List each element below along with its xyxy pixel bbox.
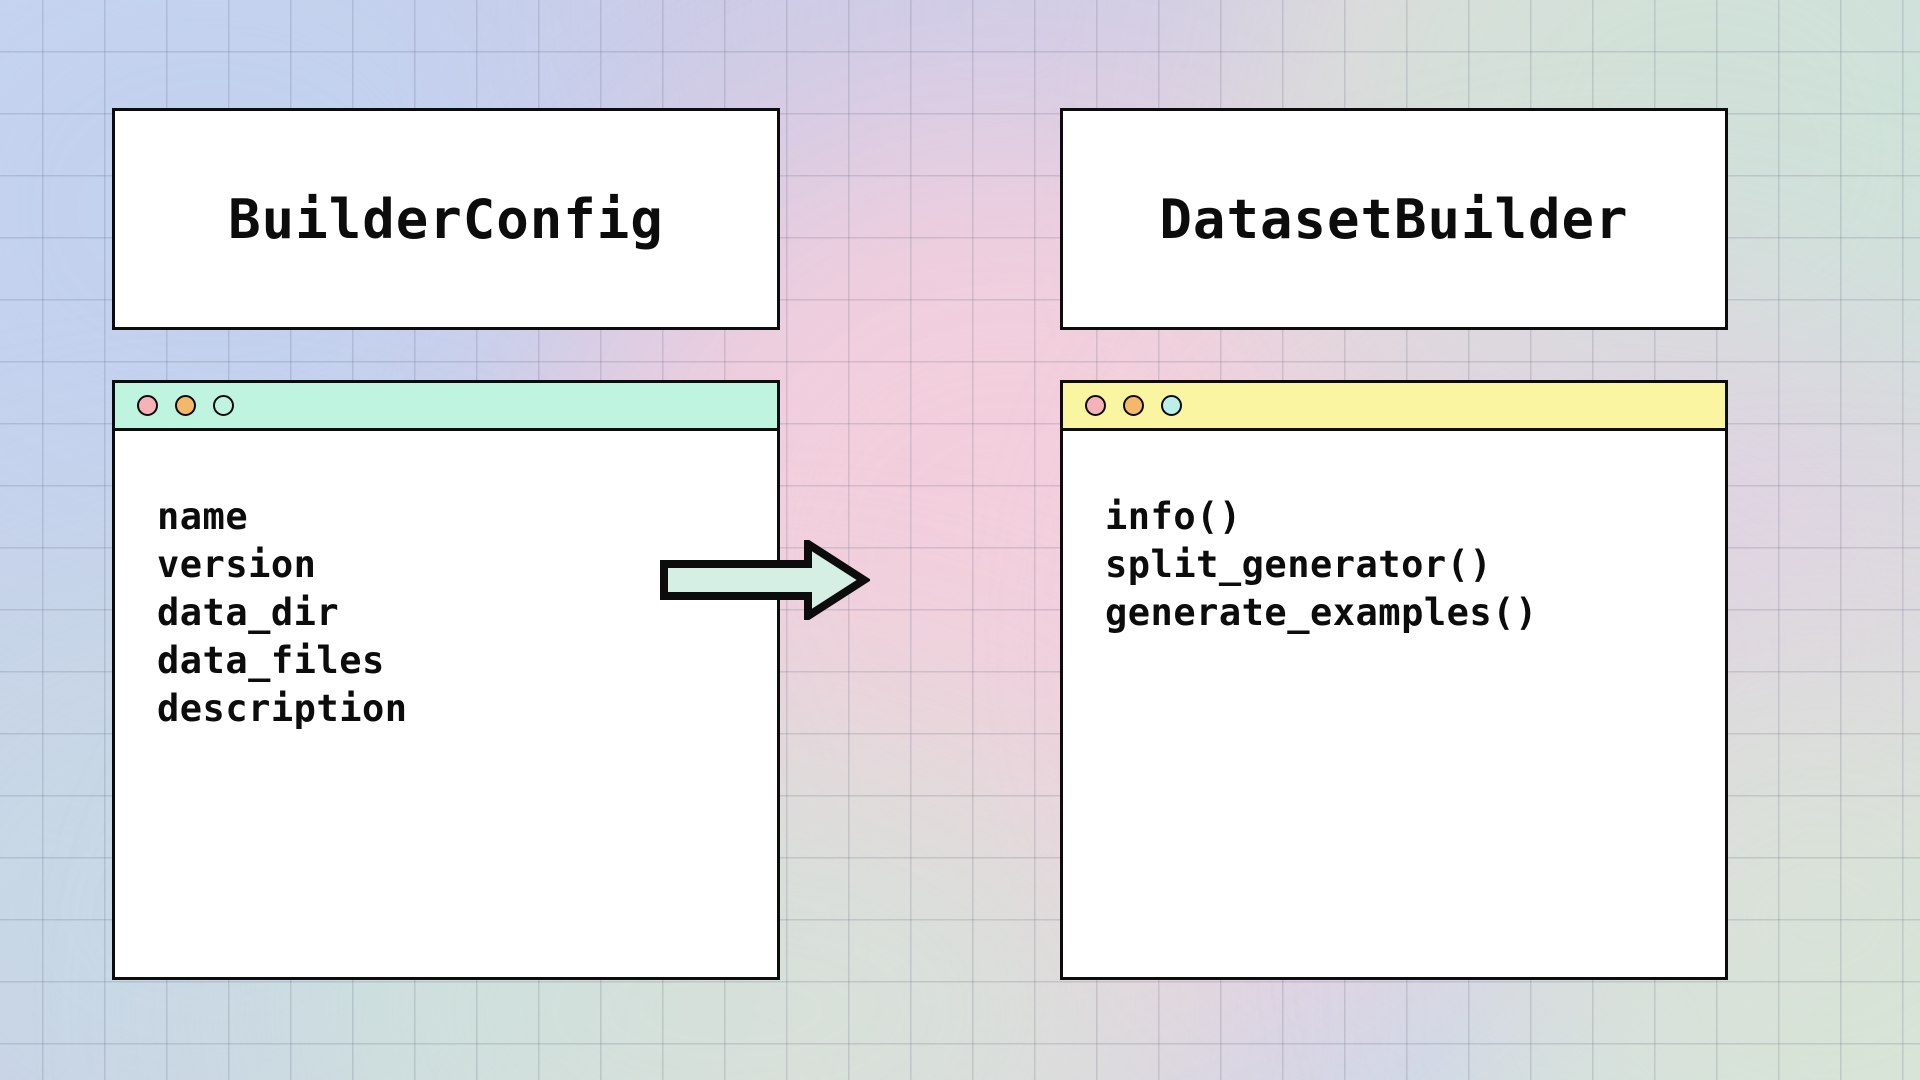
builder-config-title: BuilderConfig (228, 187, 664, 251)
zoom-dot[interactable] (213, 395, 234, 416)
list-item: name (157, 495, 249, 538)
list-item: data_files (157, 639, 385, 683)
list-item: description (157, 687, 408, 731)
builder-config-body: name version data_dir data_files descrip… (115, 431, 777, 977)
node-title-card-dataset-builder: DatasetBuilder (1060, 108, 1742, 344)
node-window-builder-config: name version data_dir data_files descrip… (112, 380, 794, 994)
arrow-right-icon (660, 536, 872, 624)
node-title-card-builder-config: BuilderConfig (112, 108, 794, 344)
minimize-dot[interactable] (1123, 395, 1144, 416)
dataset-builder-body: info() split_generator() generate_exampl… (1063, 431, 1725, 977)
minimize-dot[interactable] (175, 395, 196, 416)
list-item: generate_examples() (1105, 591, 1538, 635)
dataset-builder-member-list: info() split_generator() generate_exampl… (1105, 493, 1725, 637)
list-item: version (157, 543, 317, 587)
dataset-builder-title: DatasetBuilder (1159, 187, 1629, 251)
close-dot[interactable] (1085, 395, 1106, 416)
list-item: split_generator() (1105, 543, 1493, 587)
node-window-dataset-builder: info() split_generator() generate_exampl… (1060, 380, 1742, 994)
zoom-dot[interactable] (1161, 395, 1182, 416)
builder-config-member-list: name version data_dir data_files descrip… (157, 493, 777, 733)
dataset-builder-titlebar[interactable] (1063, 383, 1725, 431)
list-item: info() (1105, 495, 1242, 538)
builder-config-titlebar[interactable] (115, 383, 777, 431)
list-item: data_dir (157, 591, 340, 635)
close-dot[interactable] (137, 395, 158, 416)
